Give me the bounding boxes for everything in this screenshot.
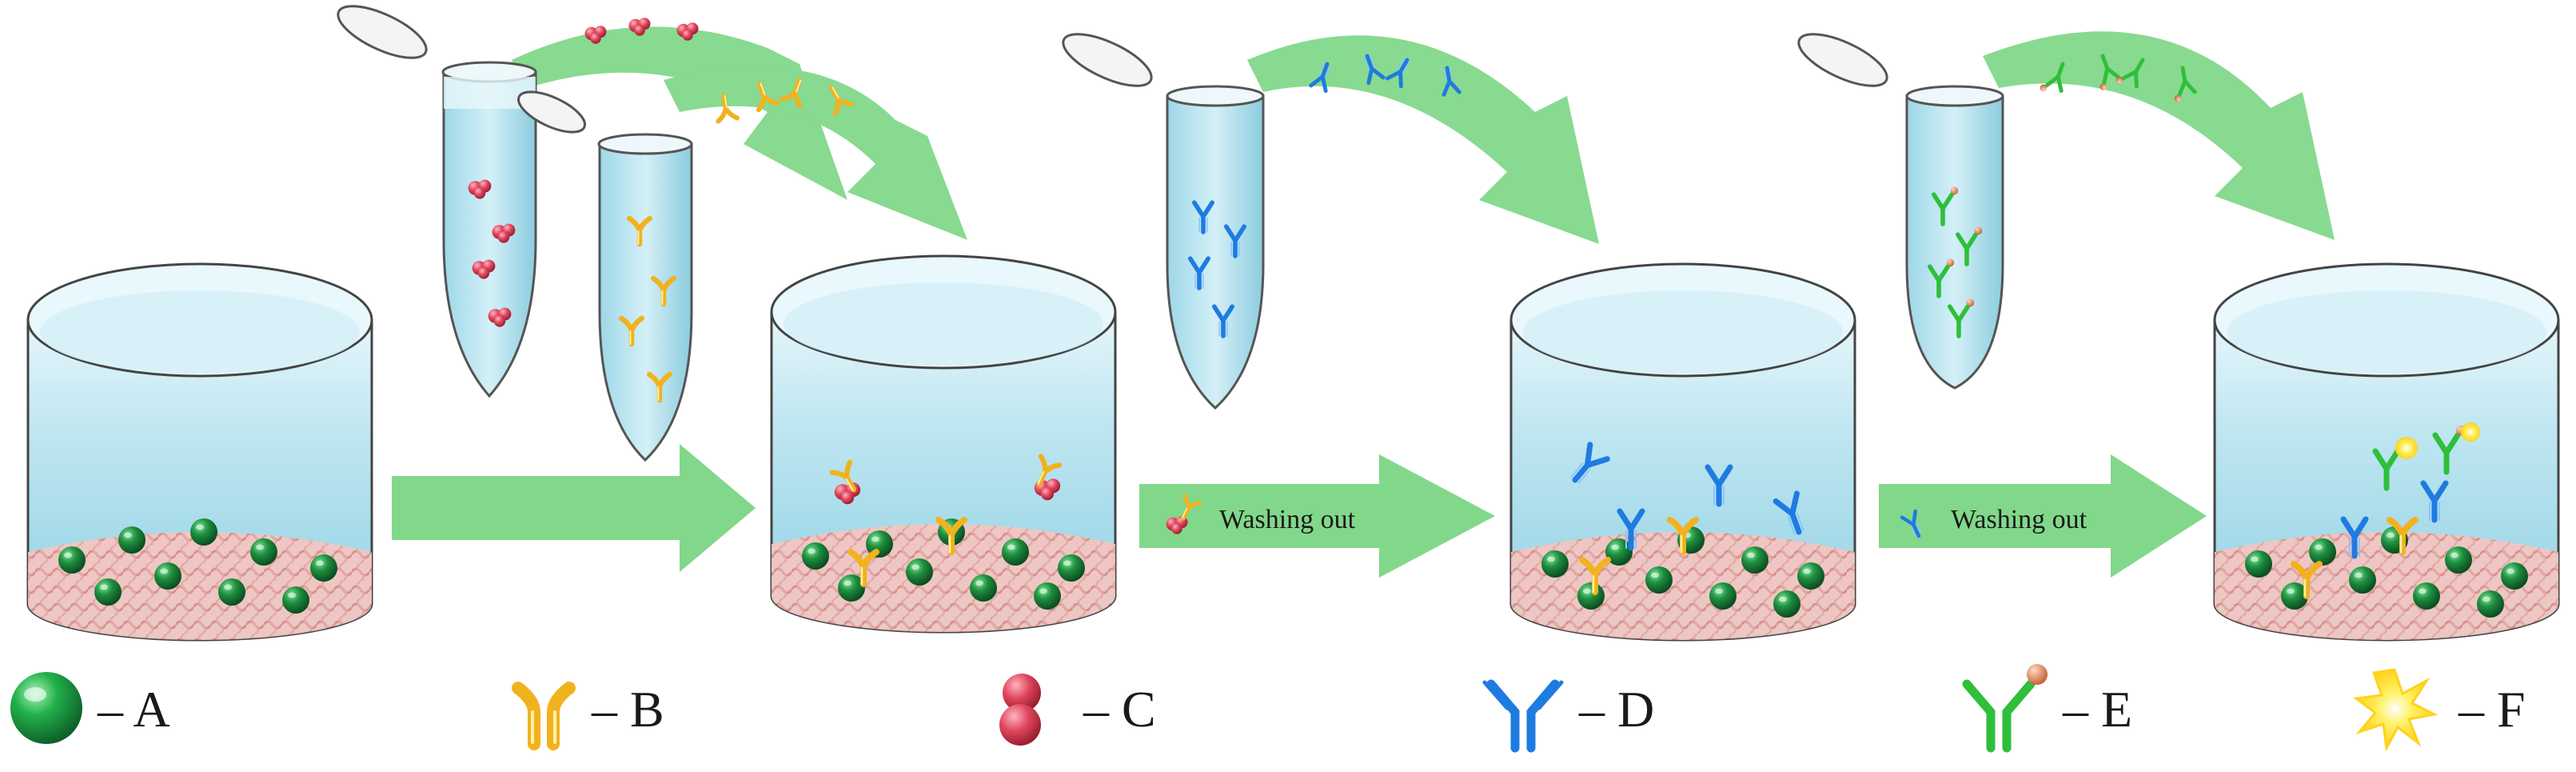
legend-item-c: – C [999, 674, 1156, 746]
well-2 [770, 254, 1117, 634]
legend-item-b: – B [512, 681, 664, 750]
legend-item-f: – F [2353, 668, 2526, 752]
process-arrow-1 [392, 444, 756, 572]
legend-label-f: – F [2458, 681, 2526, 738]
legend-label-e: – E [2062, 681, 2132, 738]
well-4 [2213, 262, 2560, 642]
legend-item-a: – A [10, 672, 170, 744]
green-labelled-antibody-icon [1962, 664, 2048, 753]
wash-label-1: Washing out [1219, 505, 1356, 534]
wash-label-2: Washing out [1951, 505, 2088, 534]
green-bead-icon [10, 672, 82, 744]
process-arrow-2: Washing out [1139, 454, 1495, 578]
transfer-arrow-2 [1247, 35, 1599, 245]
legend-label-b: – B [591, 681, 664, 738]
process-arrow-3: Washing out [1879, 454, 2207, 578]
legend-label-c: – C [1083, 681, 1156, 738]
tube-c [337, 5, 537, 398]
blue-antibody-icon [1482, 679, 1564, 753]
red-antigen-icon [999, 674, 1041, 746]
well-3 [1509, 262, 1856, 642]
yellow-capture-molecule-icon [512, 682, 576, 750]
legend: – A – B – C – D [10, 664, 2526, 753]
well-1 [26, 262, 373, 642]
legend-label-d: – D [1578, 681, 1654, 738]
tube-d [1062, 33, 1265, 410]
transfer-arrows [512, 26, 2335, 245]
yellow-burst-signal-icon [2353, 668, 2438, 752]
tube-b [517, 90, 693, 462]
tube-e [1797, 33, 2004, 390]
legend-item-e: – E [1962, 664, 2132, 753]
transfer-arrow-3 [1983, 31, 2335, 241]
legend-item-d: – D [1482, 679, 1654, 753]
transfer-arrow-1b [664, 66, 967, 240]
legend-label-a: – A [97, 681, 170, 738]
